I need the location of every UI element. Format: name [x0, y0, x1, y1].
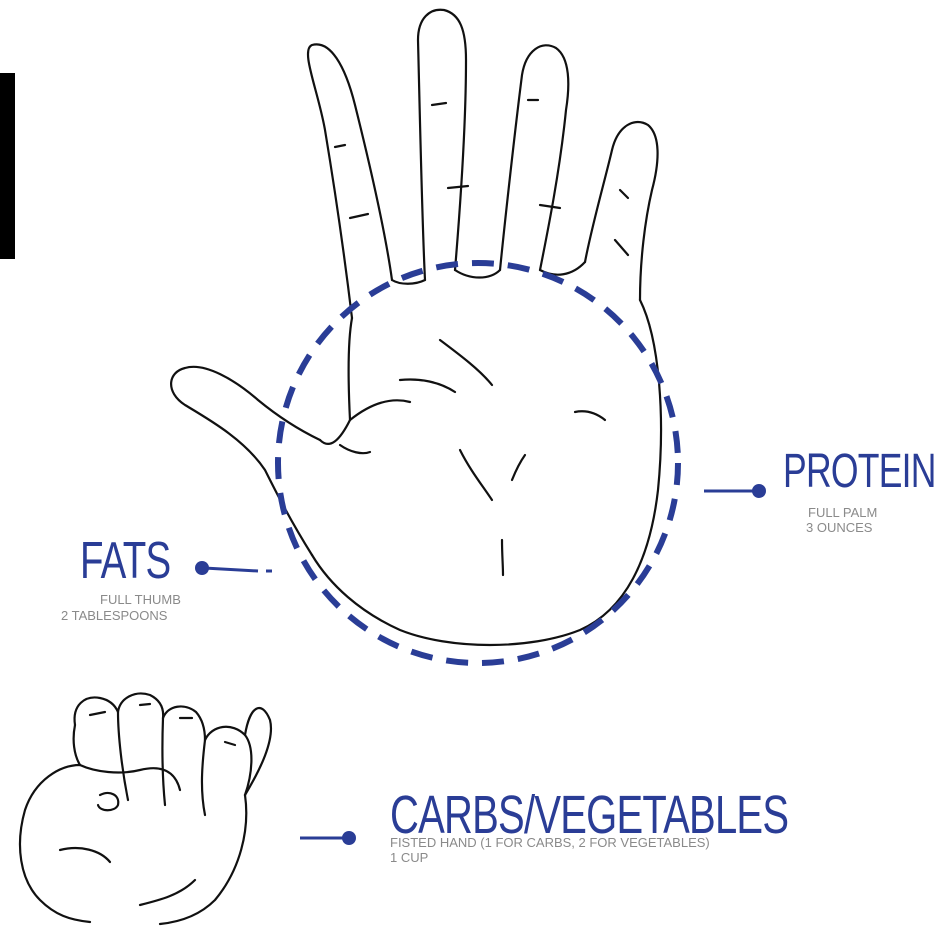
open-hand-illustration — [171, 10, 661, 645]
fist-illustration — [20, 694, 271, 924]
carbs-title: CARBS/VEGETABLES — [390, 788, 788, 842]
fats-line2: 2 TABLESPOONS — [61, 608, 167, 623]
protein-title: PROTEIN — [783, 448, 936, 496]
fats-pointer — [195, 561, 272, 575]
protein-line2: 3 OUNCES — [806, 520, 872, 535]
carbs-pointer — [300, 831, 356, 845]
protein-line1: FULL PALM — [808, 505, 877, 520]
fats-title: FATS — [80, 535, 170, 587]
carbs-line1: FISTED HAND (1 FOR CARBS, 2 FOR VEGETABL… — [390, 835, 710, 850]
carbs-line2: 1 CUP — [390, 850, 428, 865]
protein-pointer — [704, 484, 766, 498]
palm-circle-marker — [278, 263, 678, 663]
fats-line1: FULL THUMB — [100, 592, 181, 607]
